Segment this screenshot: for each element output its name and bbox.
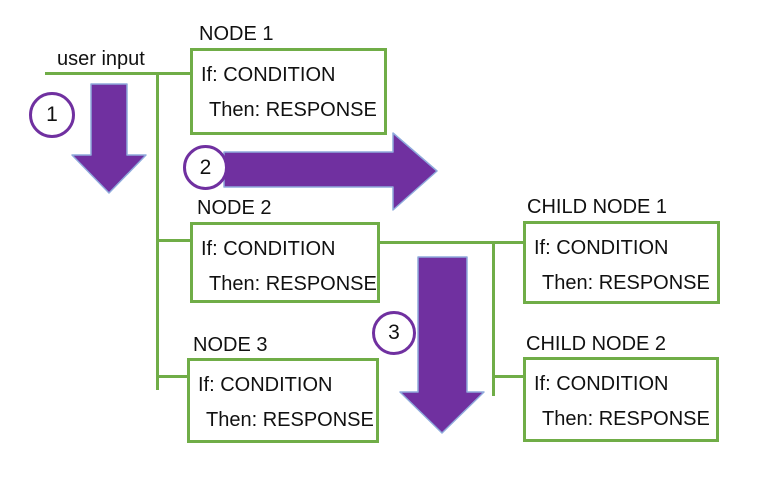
step-badge-3: 3 xyxy=(372,311,416,355)
node2-title: NODE 2 xyxy=(197,197,272,219)
node1-response: Then: RESPONSE xyxy=(209,99,377,121)
connector-to-node2-line xyxy=(156,239,192,242)
node3-response: Then: RESPONSE xyxy=(206,409,374,431)
child-node1-title: CHILD NODE 1 xyxy=(527,196,668,218)
connector-user-input-line xyxy=(45,72,192,75)
node1-box: If: CONDITION Then: RESPONSE xyxy=(190,48,387,135)
child-node1-box: If: CONDITION Then: RESPONSE xyxy=(523,221,720,304)
node2-response: Then: RESPONSE xyxy=(209,273,377,295)
connector-to-child2-line xyxy=(492,375,525,378)
down-arrow-1-icon xyxy=(71,83,147,194)
node3-condition: If: CONDITION xyxy=(198,374,333,396)
connector-node2-to-child1-line xyxy=(380,241,525,244)
child-node1-condition: If: CONDITION xyxy=(534,237,669,259)
node2-condition: If: CONDITION xyxy=(201,238,336,260)
node3-box: If: CONDITION Then: RESPONSE xyxy=(187,358,379,443)
child-node2-condition: If: CONDITION xyxy=(534,373,669,395)
connector-trunk-line xyxy=(156,72,159,390)
down-arrow-3-icon xyxy=(399,256,485,434)
child-node2-box: If: CONDITION Then: RESPONSE xyxy=(523,357,719,442)
child-node2-title: CHILD NODE 2 xyxy=(526,333,667,355)
child-node2-response: Then: RESPONSE xyxy=(542,408,710,430)
connector-to-node3-line xyxy=(156,375,189,378)
step-badge-1: 1 xyxy=(29,92,75,138)
child-node1-response: Then: RESPONSE xyxy=(542,272,710,294)
node2-box: If: CONDITION Then: RESPONSE xyxy=(190,222,380,303)
connector-child-branch-line xyxy=(492,241,495,396)
node3-title: NODE 3 xyxy=(193,334,268,356)
node1-condition: If: CONDITION xyxy=(201,64,336,86)
step-badge-2: 2 xyxy=(183,145,228,190)
node1-title: NODE 1 xyxy=(199,23,274,45)
right-arrow-2-icon xyxy=(223,132,438,211)
user-input-label: user input xyxy=(57,48,145,70)
